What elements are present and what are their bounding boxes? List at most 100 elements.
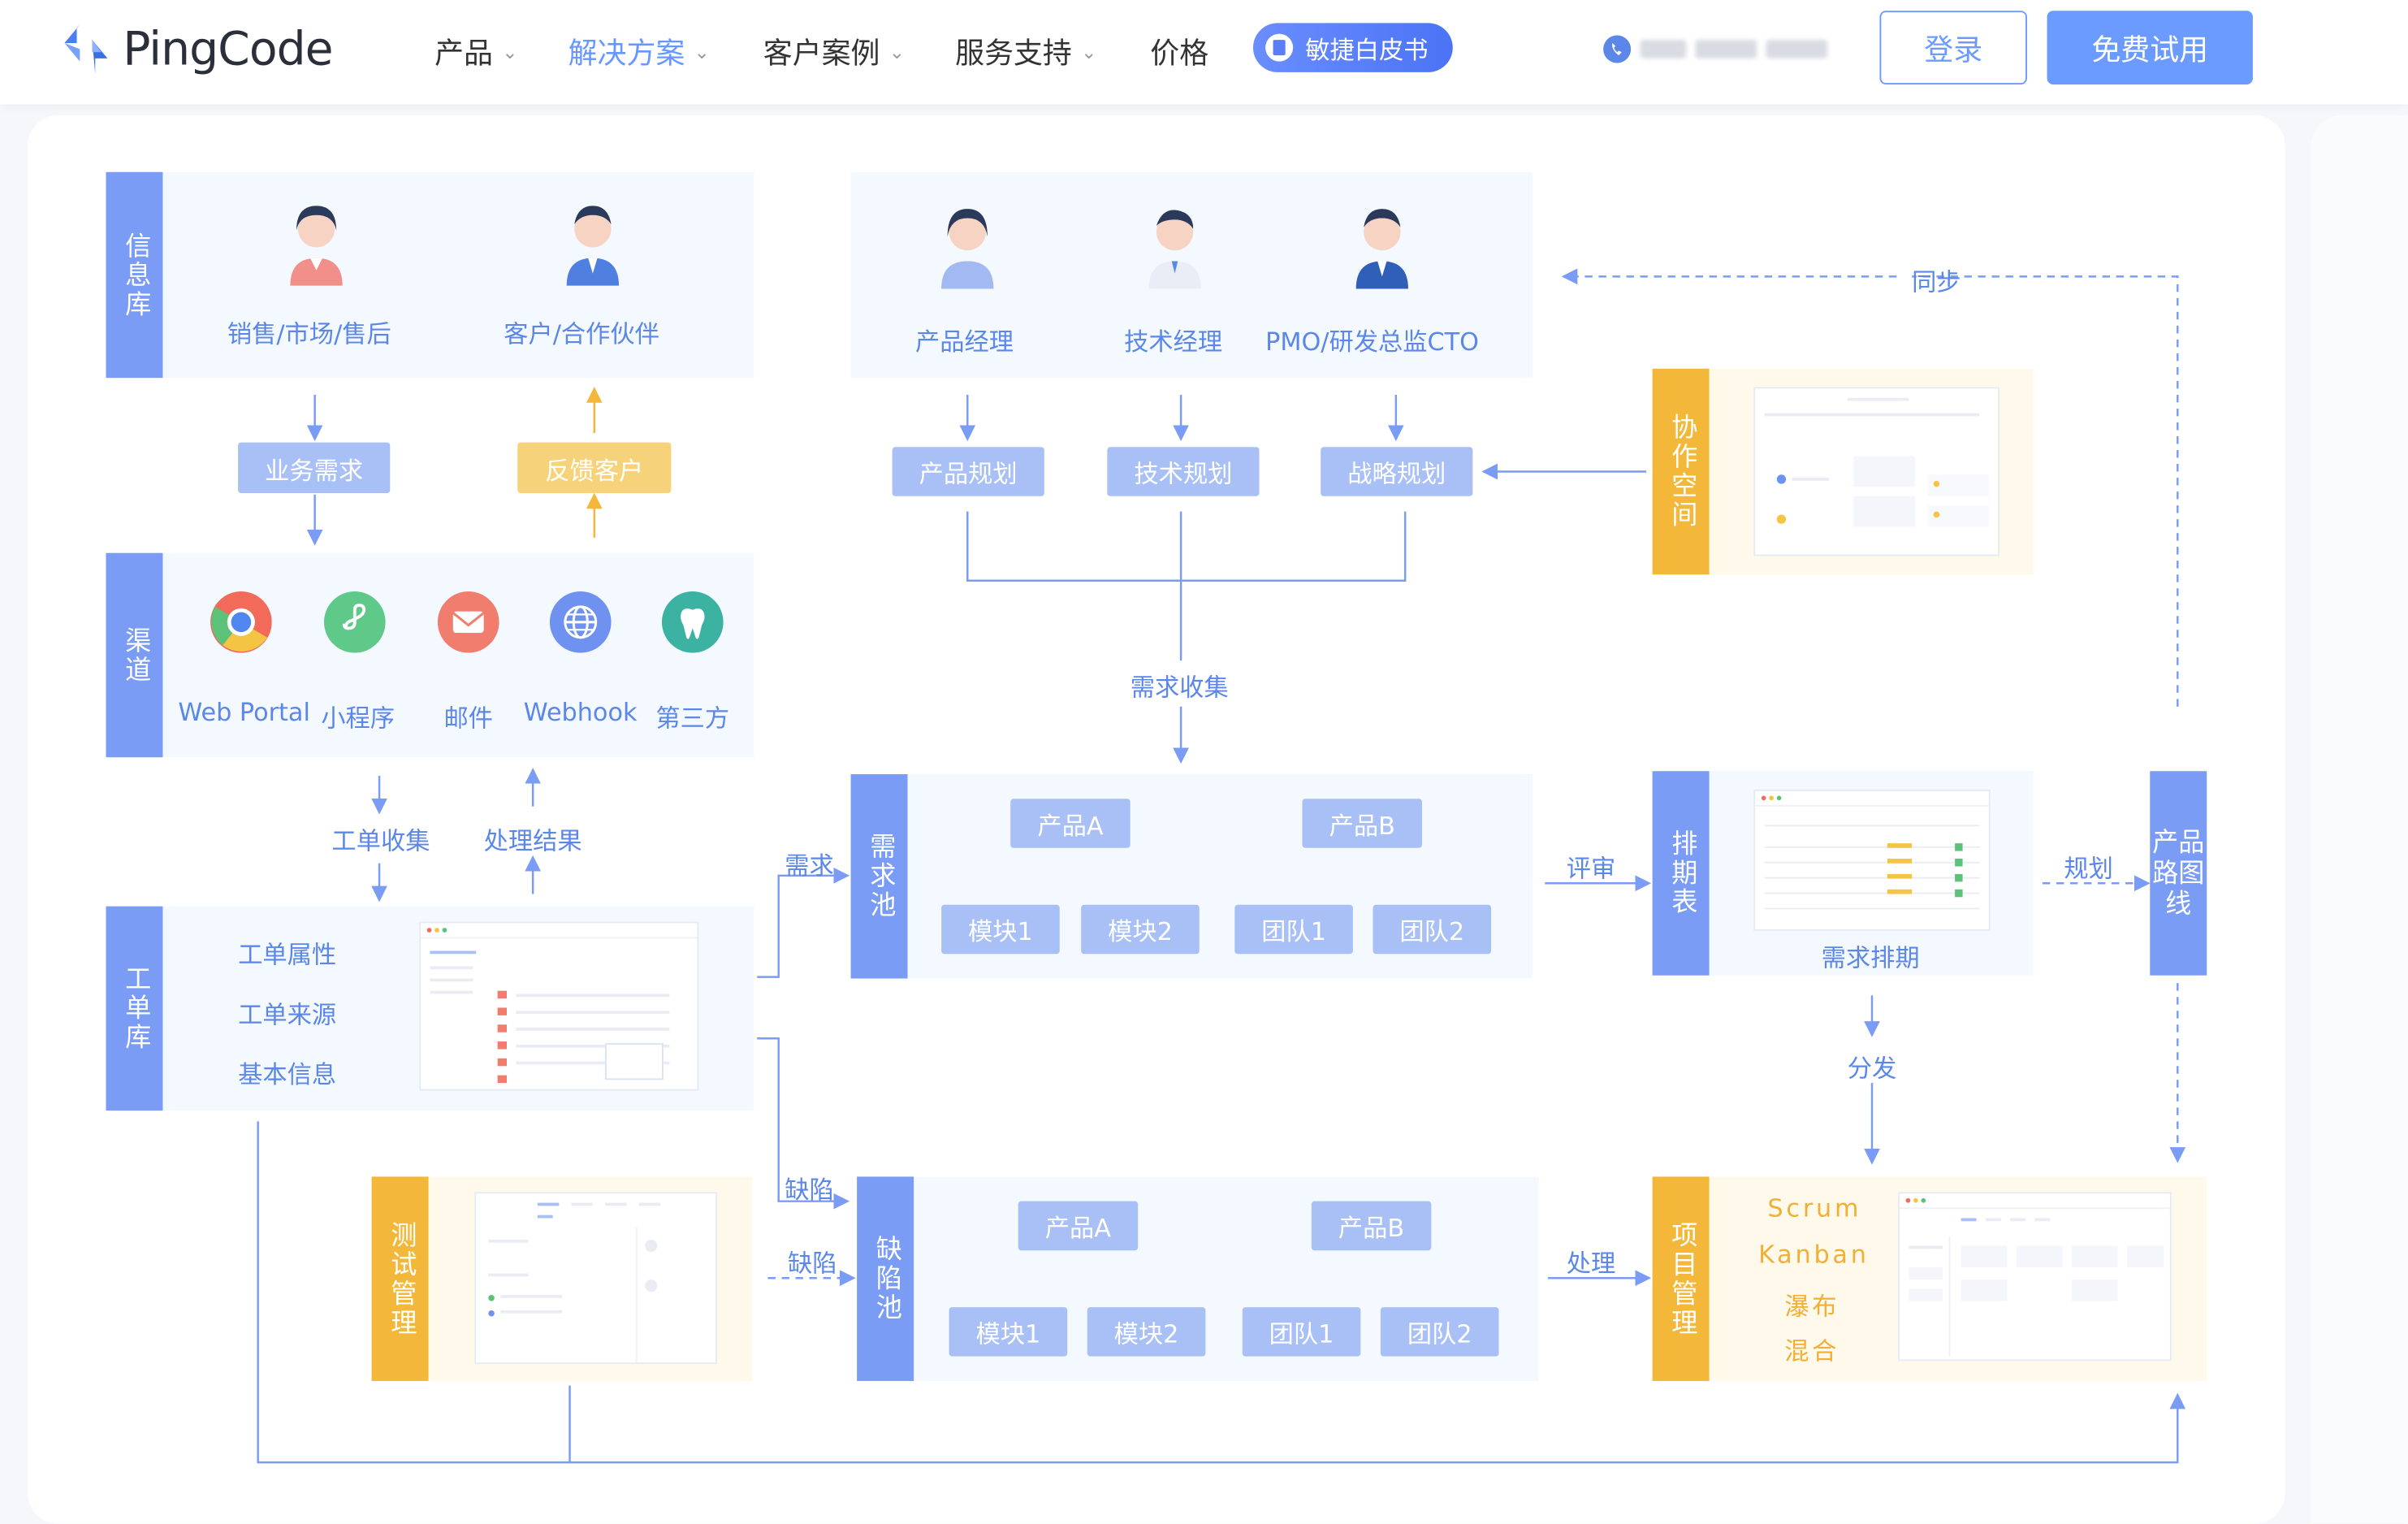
chevron-down-icon: ⌄ [888,41,905,63]
project-screenshot-thumbnail [1898,1192,2172,1362]
chevron-down-icon: ⌄ [502,41,518,63]
channel-web-portal: Web Portal [178,697,310,727]
mail-icon [437,591,499,653]
collab-space-box: 协作空间 [1652,368,2034,575]
chrome-icon [210,591,272,653]
nav-label: 价格 [1150,37,1209,71]
collab-screenshot-thumbnail [1753,387,1999,556]
req-product-b: 产品B [1302,799,1422,848]
defect-module-1: 模块1 [949,1307,1068,1357]
whitepaper-button[interactable]: 敏捷白皮书 [1252,23,1453,72]
business-need-pill: 业务需求 [238,442,391,493]
distribute-label: 分发 [1847,1054,1897,1084]
test-management-box: 测试管理 [371,1176,753,1381]
info-library-box: 信息库 销售/市场/售后 客户/合作伙伴 [106,171,754,379]
channel-mini-program: 小程序 [321,704,395,733]
collab-space-side-label: 协作空间 [1652,368,1710,575]
nav-label: 解决方案 [568,37,685,71]
nav-cases[interactable]: 客户案例 ⌄ [763,31,905,72]
pingcode-logo[interactable]: PingCode [58,21,365,80]
ticket-library-box: 工单库 工单属性 工单来源 基本信息 [106,906,754,1111]
redacted-text [1695,40,1757,58]
role-tech-manager: 技术经理 [1124,327,1223,357]
tech-plan-pill: 技术规划 [1107,447,1260,496]
project-management-box: 项目管理 Scrum Kanban 瀑布 混合 [1652,1176,2207,1381]
sync-label: 同步 [1912,267,1961,297]
method-scrum: Scrum [1767,1193,1862,1223]
requirement-pool-box: 需求池 产品A 产品B 模块1 模块2 团队1 团队2 [850,774,1533,979]
redacted-text [1766,40,1828,58]
channel-third-party: 第三方 [655,704,730,733]
product-manager-icon [941,209,994,289]
defect-team-1: 团队1 [1242,1307,1361,1357]
third-party-tooth-icon [661,591,724,653]
top-nav: PingCode 产品⌄ 解决方案⌄ 客户案例⌄ 服务支持⌄ 价格 敏捷白皮书 … [0,0,2408,105]
defect-team-2: 团队2 [1380,1307,1499,1357]
schedule-box: 排期表 需求排期 [1652,771,2034,976]
nav-label: 服务支持 [955,37,1072,71]
defect-module-2: 模块2 [1087,1307,1206,1357]
info-library-side-label: 信息库 [106,171,163,379]
login-button[interactable]: 登录 [1879,11,2027,84]
handle-label: 处理 [1566,1249,1616,1279]
ticket-collect-label: 工单收集 [331,826,430,856]
right-gutter [2311,115,2408,1524]
req-module-1: 模块1 [941,904,1060,955]
req-product-a: 产品A [1010,799,1131,848]
nav-label: 产品 [434,37,494,71]
nav-products[interactable]: 产品 ⌄ [434,31,517,72]
tech-manager-icon [1148,210,1201,289]
strategy-plan-pill: 战略规划 [1321,447,1473,496]
ticket-source: 工单来源 [238,999,337,1029]
test-screenshot-thumbnail [474,1192,718,1365]
req-team-1: 团队1 [1234,904,1353,955]
mini-program-icon [323,591,386,653]
roles-box: 产品经理 技术经理 PMO/研发总监CTO [850,171,1533,379]
req-team-2: 团队2 [1373,904,1492,955]
channel-email: 邮件 [443,704,494,733]
project-management-side-label: 项目管理 [1652,1176,1710,1381]
ticket-basic-info: 基本信息 [238,1059,337,1089]
logo-mark-icon [64,24,108,74]
method-waterfall: 瀑布 [1784,1292,1840,1322]
book-icon [1265,33,1294,62]
requirement-arrow-label: 需求 [785,851,834,881]
defect-arrow-label-1: 缺陷 [785,1175,834,1205]
role-sales: 销售/市场/售后 [227,319,391,349]
feedback-customer-pill: 反馈客户 [517,442,672,493]
redacted-text [1640,40,1687,58]
nav-support[interactable]: 服务支持⌄ [955,31,1096,72]
channel-webhook: Webhook [523,697,638,727]
brand-name: PingCode [123,23,333,77]
ticket-library-side-label: 工单库 [106,906,163,1111]
requirement-collect-label: 需求收集 [1130,673,1229,703]
role-customer: 客户/合作伙伴 [504,319,659,349]
channel-side-label: 渠道 [106,552,163,758]
role-cto: PMO/研发总监CTO [1265,327,1479,357]
phone-number[interactable] [1603,28,1849,71]
whitepaper-label: 敏捷白皮书 [1305,35,1429,65]
defect-arrow-label-2: 缺陷 [788,1249,837,1279]
defect-pool-side-label: 缺陷池 [857,1176,914,1381]
defect-product-a: 产品A [1018,1201,1139,1251]
channel-box: 渠道 Web Portal 小程序 邮件 Webhook 第三方 [106,552,754,758]
nav-label: 客户案例 [763,37,880,71]
nav-pricing[interactable]: 价格 [1150,31,1208,72]
review-label: 评审 [1566,854,1616,884]
requirement-pool-side-label: 需求池 [850,774,908,979]
ticket-result-label: 处理结果 [483,826,582,856]
role-product-manager: 产品经理 [914,327,1014,357]
roadmap-side-label: 产品路图线 [2150,771,2207,976]
schedule-side-label: 排期表 [1652,771,1710,976]
cto-icon [1355,209,1408,289]
method-hybrid: 混合 [1784,1336,1840,1366]
webhook-globe-icon [549,591,612,653]
phone-icon [1603,35,1632,63]
method-kanban: Kanban [1758,1239,1870,1269]
ticket-screenshot-thumbnail [419,921,699,1091]
defect-product-b: 产品B [1311,1201,1432,1251]
free-trial-button[interactable]: 免费试用 [2047,11,2253,84]
nav-solutions[interactable]: 解决方案⌄ [568,31,710,72]
male-person-icon [566,206,620,286]
